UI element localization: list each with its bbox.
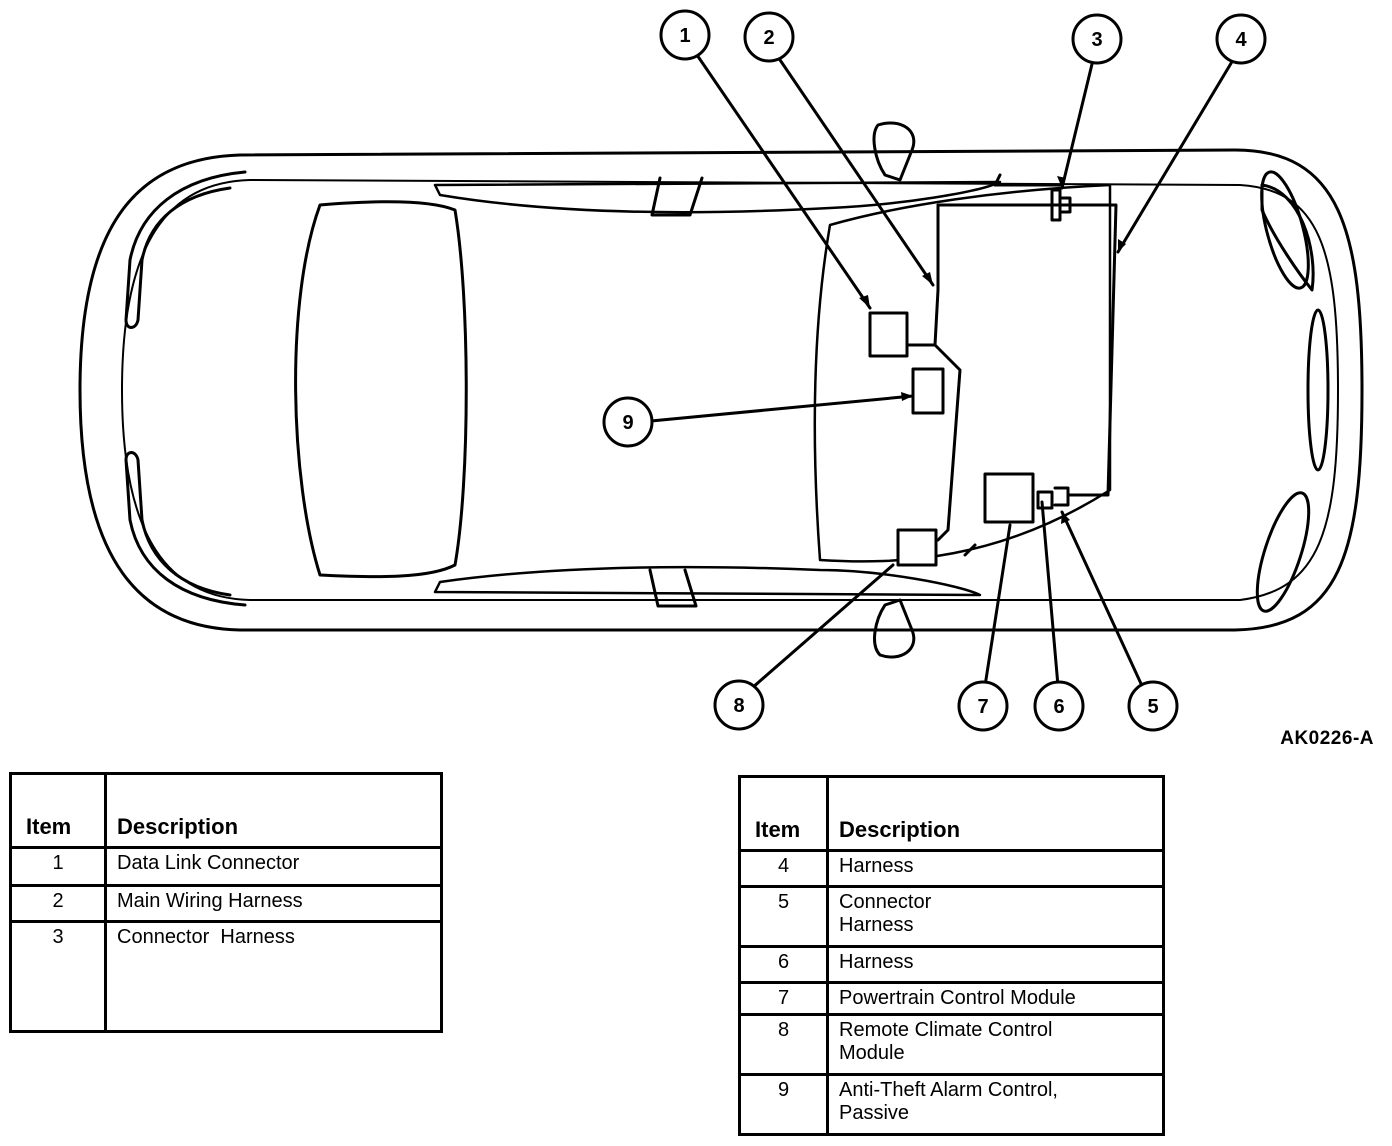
legend-row: 7 Powertrain Control Module (738, 981, 1165, 1016)
callout-8 (713, 679, 765, 731)
callout-label-8: 8 (733, 695, 744, 717)
legend-header-row: Item Description (738, 775, 1165, 852)
callout-9 (602, 396, 654, 448)
legend-item-number: 5 (738, 885, 829, 948)
callout-label-1: 1 (679, 25, 690, 47)
callout-label-2: 2 (763, 27, 774, 49)
connector-3 (1050, 188, 1072, 222)
header-description: Description (826, 775, 1165, 852)
callout-3 (1071, 13, 1123, 65)
callout-2 (743, 11, 795, 63)
anti-theft-module (911, 367, 945, 415)
legend-item-number: 2 (9, 884, 107, 923)
vehicle-wiring-diagram: 1 2 3 4 9 8 7 6 5 (78, 9, 1364, 732)
legend-row: 1 Data Link Connector (9, 846, 443, 887)
legend-item-number: 4 (738, 849, 829, 888)
connector-6 (1036, 490, 1054, 510)
legend-item-number: 3 (9, 920, 107, 1033)
legend-item-number: 8 (738, 1013, 829, 1076)
callout-7 (957, 680, 1009, 732)
description-line-1: Connector (839, 891, 932, 913)
remote-climate-module (896, 528, 938, 567)
legend-item-number: 1 (9, 846, 107, 887)
legend-row: 5 Connector Harness (738, 885, 1165, 948)
legend-header-row: Item Description (9, 772, 443, 849)
rear-glass (294, 200, 468, 579)
legend-item-description: Main Wiring Harness (104, 884, 443, 923)
legend-table-left: Item Description 1 Data Link Connector 2… (9, 772, 443, 1033)
leader-arrowheads (859, 176, 1126, 524)
legend-row: 4 Harness (738, 849, 1165, 888)
legend-row: 9 Anti-Theft Alarm Control, Passive (738, 1073, 1165, 1136)
legend-item-description: Anti-Theft Alarm Control, Passive (826, 1073, 1165, 1136)
legend-row: 6 Harness (738, 945, 1165, 984)
callout-circles (602, 9, 1267, 732)
headlights (1255, 170, 1330, 613)
description-line-1: Remote Climate Control (839, 1019, 1053, 1041)
callout-5 (1127, 680, 1179, 732)
side-trim (433, 176, 1002, 608)
description-line-2: Harness (839, 914, 914, 936)
description-line-1: Anti-Theft Alarm Control, (839, 1079, 1058, 1101)
legend-row: 3 Connector Harness (9, 920, 443, 1033)
legend-item-description: Harness (826, 849, 1165, 888)
header-item: Item (738, 775, 829, 852)
legend-row: 2 Main Wiring Harness (9, 884, 443, 923)
callout-6 (1033, 680, 1085, 732)
callout-label-5: 5 (1147, 696, 1158, 718)
side-mirrors (872, 121, 916, 659)
callout-label-4: 4 (1235, 29, 1247, 51)
rear-fenders (124, 170, 247, 607)
legend-item-description: Connector Harness (104, 920, 443, 1033)
legend-item-number: 9 (738, 1073, 829, 1136)
description-line-2: Passive (839, 1102, 910, 1124)
wiring-harness (906, 173, 1118, 557)
callout-label-7: 7 (977, 696, 988, 718)
legend-item-description: Harness (826, 945, 1165, 984)
legend-item-description: Remote Climate Control Module (826, 1013, 1165, 1076)
header-item: Item (9, 772, 107, 849)
legend-row: 8 Remote Climate Control Module (738, 1013, 1165, 1076)
legend-item-number: 7 (738, 981, 829, 1016)
legend-item-number: 6 (738, 945, 829, 984)
description-line-2: Module (839, 1042, 905, 1064)
leader-lines (649, 53, 1235, 690)
callout-4 (1215, 13, 1267, 65)
connector-5 (1053, 486, 1070, 507)
legend-item-description: Connector Harness (826, 885, 1165, 948)
callout-label-6: 6 (1053, 696, 1064, 718)
powertrain-control-module (983, 472, 1035, 524)
figure-id: AK0226-A (1280, 728, 1374, 749)
callout-1 (659, 9, 711, 61)
vehicle-body (78, 148, 1364, 632)
windshield-cabin (813, 183, 1112, 563)
callout-label-9: 9 (622, 412, 633, 434)
data-link-connector (868, 311, 909, 358)
legend-table-right: Item Description 4 Harness 5 Connector H… (738, 775, 1165, 1136)
legend-item-description: Data Link Connector (104, 846, 443, 887)
callout-label-3: 3 (1091, 29, 1102, 51)
legend-item-description: Powertrain Control Module (826, 981, 1165, 1016)
components (868, 188, 1072, 567)
header-description: Description (104, 772, 443, 849)
